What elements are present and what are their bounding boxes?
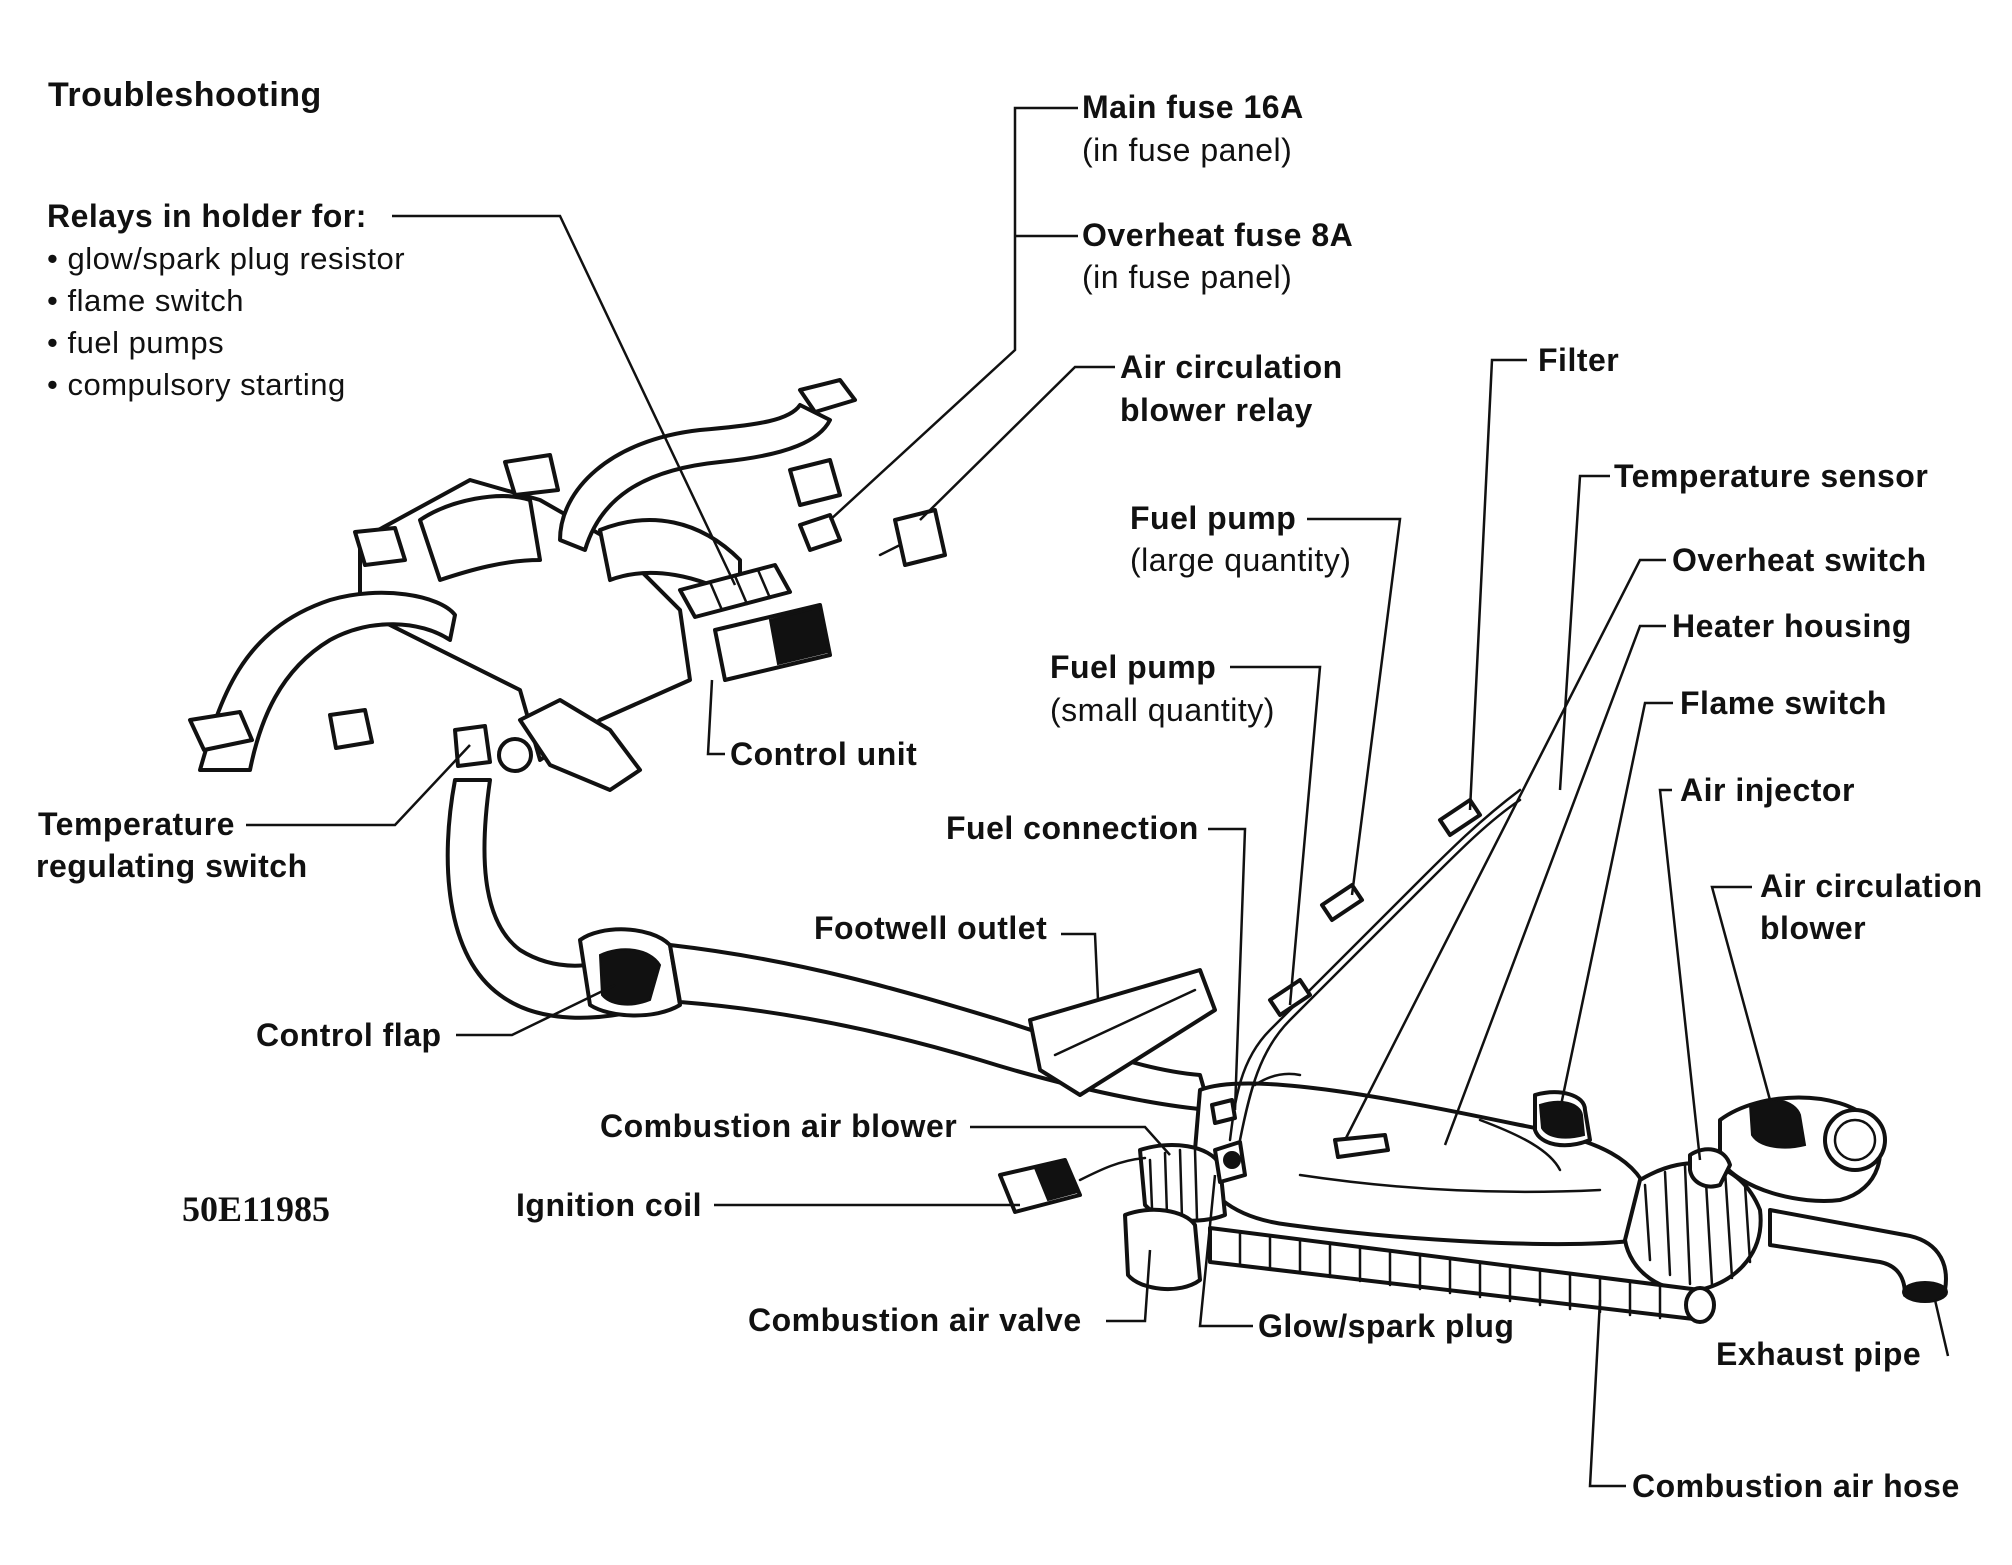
- heater-unit: [998, 788, 1948, 1324]
- label-flame-switch: Flame switch: [1680, 685, 1887, 721]
- label-overheat-switch: Overheat switch: [1672, 542, 1927, 578]
- upper-duct-assembly: [188, 378, 947, 792]
- relays-list: glow/spark plug resistor flame switch fu…: [47, 238, 405, 406]
- filter-body: [1438, 798, 1482, 837]
- label-exhaust-pipe: Exhaust pipe: [1716, 1336, 1922, 1372]
- label-glow-spark-plug: Glow/spark plug: [1258, 1308, 1515, 1344]
- label-main-fuse-sub: (in fuse panel): [1082, 132, 1293, 168]
- label-fuel-pump-small-sub: (small quantity): [1050, 692, 1275, 728]
- label-overheat-fuse-sub: (in fuse panel): [1082, 259, 1293, 295]
- label-air-injector: Air injector: [1680, 772, 1855, 808]
- label-combustion-air-blower: Combustion air blower: [600, 1108, 958, 1144]
- relay-item: fuel pumps: [47, 322, 405, 364]
- label-ignition-coil: Ignition coil: [516, 1187, 703, 1223]
- label-air-circulation-relay-2: blower relay: [1120, 392, 1313, 428]
- relay-holder: [678, 563, 792, 619]
- label-fuel-connection: Fuel connection: [946, 810, 1199, 846]
- label-heater-housing: Heater housing: [1672, 608, 1912, 644]
- hose-to-control-flap: [445, 778, 682, 1020]
- relay-item: flame switch: [47, 280, 405, 322]
- fuel-pump-large-body: [1320, 883, 1364, 922]
- label-air-circulation-blower-2: blower: [1760, 910, 1867, 946]
- label-main-fuse: Main fuse 16A: [1082, 89, 1304, 125]
- label-overheat-fuse: Overheat fuse 8A: [1082, 217, 1354, 253]
- leader-lines: [246, 106, 1950, 1488]
- document-id: 50E11985: [182, 1189, 331, 1229]
- label-air-circulation-blower: Air circulation: [1760, 868, 1983, 904]
- label-temperature-regulating-switch: Temperature: [38, 806, 235, 842]
- label-fuel-pump-large: Fuel pump: [1130, 500, 1297, 536]
- label-temperature-sensor: Temperature sensor: [1614, 458, 1929, 494]
- page-title: Troubleshooting: [48, 76, 322, 114]
- relay-item: compulsory starting: [47, 364, 405, 406]
- control-unit-box: [713, 603, 832, 682]
- relays-heading: Relays in holder for:: [47, 198, 367, 234]
- relay-item: glow/spark plug resistor: [47, 238, 405, 280]
- label-footwell-outlet: Footwell outlet: [814, 910, 1048, 946]
- label-control-flap: Control flap: [256, 1017, 442, 1053]
- main-duct: [668, 943, 1217, 1112]
- label-fuel-pump-small: Fuel pump: [1050, 649, 1217, 685]
- label-combustion-air-hose: Combustion air hose: [1632, 1468, 1960, 1504]
- label-filter: Filter: [1538, 342, 1620, 378]
- temperature-regulating-switch: [453, 724, 533, 773]
- label-combustion-air-valve: Combustion air valve: [748, 1302, 1082, 1338]
- label-fuel-pump-large-sub: (large quantity): [1130, 542, 1352, 578]
- label-control-unit: Control unit: [730, 736, 918, 772]
- label-air-circulation-relay: Air circulation: [1120, 349, 1343, 385]
- label-temperature-regulating-switch-2: regulating switch: [36, 848, 308, 884]
